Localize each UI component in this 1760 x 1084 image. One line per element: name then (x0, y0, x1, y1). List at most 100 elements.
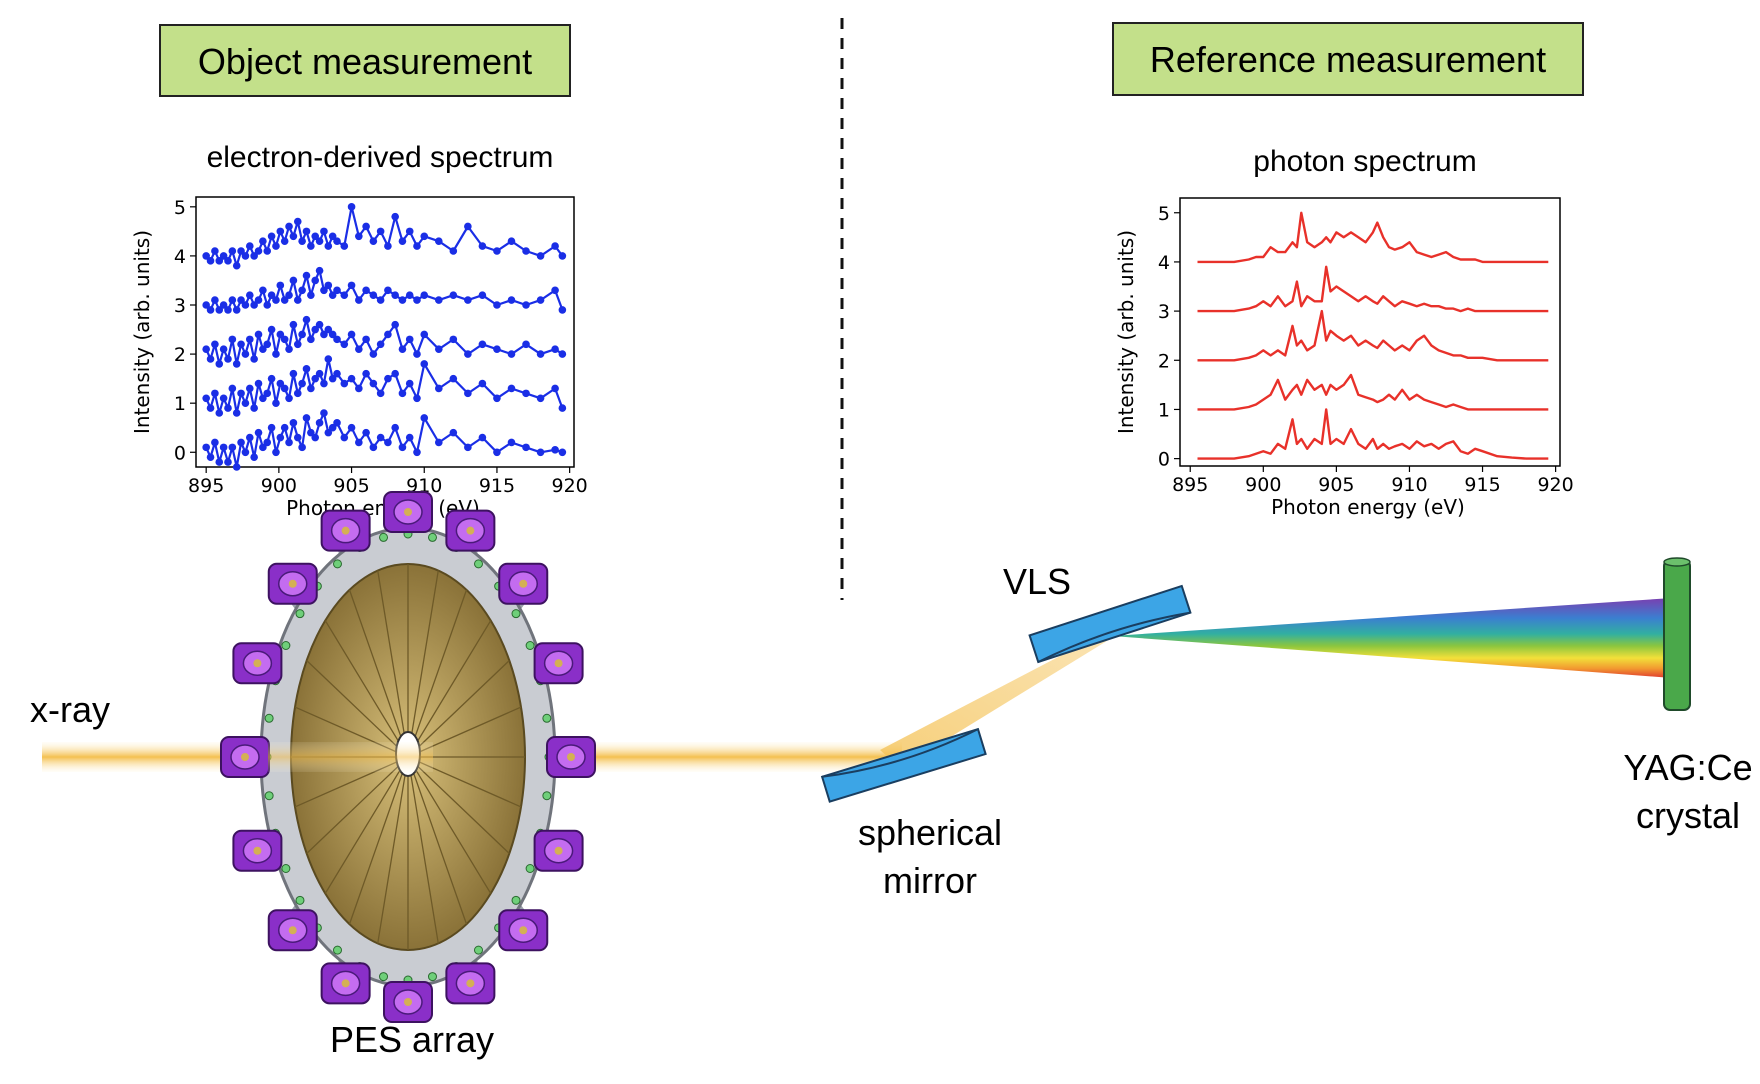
data-point (259, 286, 267, 295)
data-point (228, 296, 237, 304)
data-point (420, 330, 429, 339)
data-point (434, 438, 443, 447)
pes-detector-pod (533, 829, 584, 872)
pes-detector-pod (320, 509, 371, 552)
pes-screw (511, 609, 521, 619)
vls-label: VLS (1003, 561, 1071, 602)
data-point (254, 247, 263, 255)
data-point (211, 340, 219, 349)
data-point (311, 374, 320, 383)
series-line-1 (1197, 373, 1549, 411)
data-point (320, 379, 328, 388)
data-point (276, 433, 285, 442)
plot-frame (1179, 197, 1561, 467)
data-point (324, 242, 333, 250)
data-point (522, 247, 530, 255)
data-point (307, 291, 315, 299)
data-point (328, 374, 337, 383)
data-point (206, 355, 215, 363)
pes-screw (281, 641, 291, 650)
data-point (398, 443, 407, 452)
y-axis-label: Intensity (arb. units) (1114, 230, 1138, 434)
data-point (237, 340, 245, 349)
pes-screw (295, 609, 305, 619)
data-point (340, 291, 349, 299)
data-point (362, 369, 370, 378)
pes-detector-pod (498, 562, 549, 605)
data-point (398, 345, 407, 353)
pes-detector-pod (498, 909, 549, 952)
x-tick-label: 905 (333, 475, 369, 497)
data-point (376, 389, 385, 398)
data-point (202, 345, 210, 353)
pes-spoke (324, 620, 409, 758)
data-point (420, 232, 429, 241)
reflected-beam (880, 630, 1115, 768)
pes-detector-pod (267, 909, 318, 952)
data-point (289, 419, 298, 427)
data-point (289, 320, 298, 329)
data-point (328, 291, 337, 299)
data-point (420, 360, 429, 368)
data-point (298, 379, 306, 388)
data-point (232, 463, 241, 471)
data-point (211, 296, 219, 304)
y-tick-label: 5 (174, 197, 186, 219)
pes-screw (333, 559, 342, 569)
data-point (493, 301, 501, 309)
data-point (215, 257, 224, 265)
data-point (232, 306, 241, 314)
data-point (263, 389, 272, 398)
data-point (413, 350, 421, 358)
data-point (267, 291, 276, 299)
data-point (333, 369, 341, 378)
y-tick-label: 4 (174, 246, 186, 268)
data-point (551, 384, 559, 393)
data-point (267, 325, 276, 334)
pes-spoke (324, 756, 409, 894)
data-point (280, 237, 289, 245)
data-point (324, 325, 333, 334)
data-point (478, 291, 487, 299)
pes-detector-pod (267, 562, 318, 605)
data-point (536, 394, 545, 403)
data-point (254, 428, 263, 437)
data-point (522, 389, 530, 398)
pes-screw (264, 791, 274, 801)
pes-pod-pin (253, 846, 262, 855)
pes-screw (474, 945, 483, 955)
pes-array-illustration (220, 491, 596, 1023)
data-point (228, 443, 237, 452)
data-point (347, 330, 356, 339)
pes-pod-pin (341, 979, 350, 988)
pes-detector-pod (220, 736, 270, 778)
data-point (391, 291, 399, 299)
data-point (493, 394, 501, 403)
data-point (307, 384, 315, 393)
yag-crystal (1663, 557, 1691, 711)
data-point (263, 340, 272, 349)
data-point (413, 296, 421, 304)
data-point (241, 448, 250, 457)
data-point (493, 448, 501, 457)
y-tick-label: 3 (1158, 301, 1170, 323)
data-point (405, 379, 414, 388)
x-tick-label: 900 (1245, 474, 1281, 496)
pes-spoke (407, 589, 468, 758)
pes-pod-pin (519, 579, 528, 588)
data-point (302, 227, 311, 236)
pes-pod-pin (253, 659, 262, 668)
data-point (558, 448, 567, 457)
data-point (464, 389, 472, 398)
data-point (276, 281, 285, 290)
data-point (224, 458, 232, 466)
data-point (272, 399, 280, 407)
data-point (362, 222, 370, 231)
data-point (307, 428, 315, 437)
data-point (285, 345, 293, 353)
pes-screw (542, 791, 552, 801)
data-point (434, 384, 443, 393)
